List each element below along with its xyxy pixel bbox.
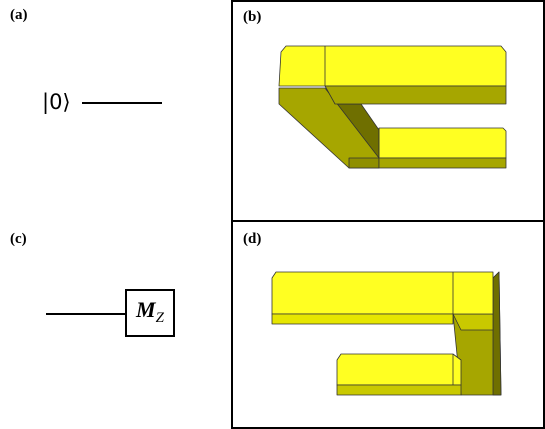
- ket-zero-state: |0⟩: [42, 90, 71, 114]
- top-bar-front: [271, 313, 454, 325]
- bottom-bar-front: [378, 157, 507, 169]
- panel-b-frame: (b): [231, 0, 545, 222]
- column-shadow-face: [492, 271, 502, 396]
- bottom-bar-top: [378, 127, 507, 159]
- measurement-box: MZ: [125, 289, 175, 337]
- panel-label-d: (d): [243, 231, 262, 247]
- qubit-wire-c: [46, 313, 126, 315]
- bottom-bar-front: [336, 384, 462, 396]
- panel-label-c: (c): [10, 231, 27, 247]
- column-lower-face: [348, 157, 380, 169]
- panel-label-a: (a): [10, 7, 28, 23]
- measurement-operator: M: [136, 297, 156, 322]
- measurement-basis: Z: [155, 310, 164, 326]
- top-bar-top: [271, 271, 494, 315]
- bottom-bar-top: [336, 353, 462, 386]
- panel-label-b: (b): [243, 9, 262, 25]
- init-block-structure: [278, 45, 507, 169]
- top-bar-front: [324, 85, 507, 105]
- top-bar-top: [278, 45, 507, 87]
- measure-block-structure: [271, 271, 502, 396]
- qubit-wire-a: [82, 102, 162, 104]
- measurement-label: MZ: [127, 299, 173, 326]
